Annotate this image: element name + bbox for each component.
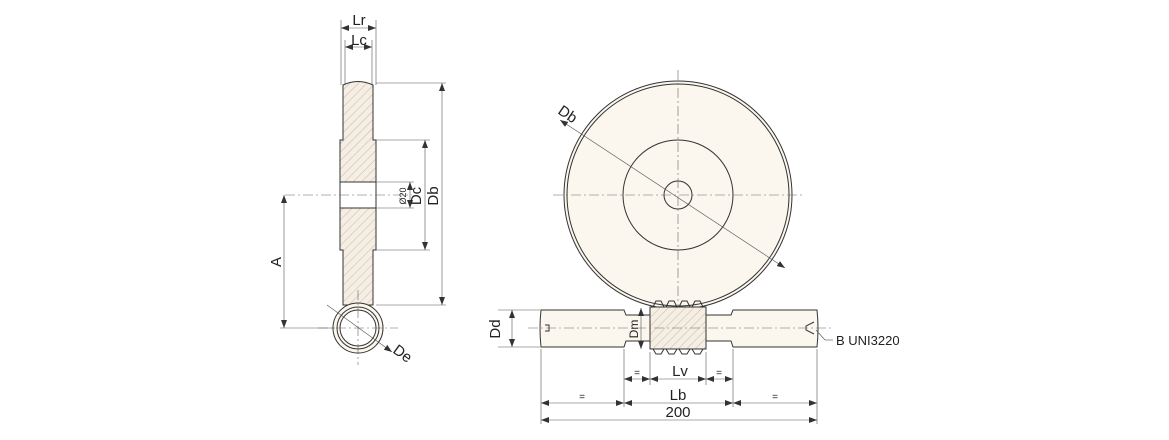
dim-lc: Lc: [351, 32, 367, 49]
dim-eq-4: =: [772, 392, 778, 403]
wheel-front-view: Db: [553, 70, 805, 310]
worm-shaft: B UNI3220 Dd Dm = Lv = = Lb = 200: [487, 300, 900, 424]
dim-dd: Dd: [487, 319, 504, 338]
dim-d20: Ø20: [398, 187, 408, 204]
dim-a: A: [268, 257, 285, 267]
dim-eq-2: =: [716, 368, 722, 379]
dim-eq-3: =: [579, 392, 585, 403]
dim-lr: Lr: [352, 12, 365, 29]
dim-total: 200: [665, 404, 690, 421]
dim-lv: Lv: [672, 363, 688, 380]
dim-dc: Dc: [408, 186, 425, 205]
wheel-side-section: Lr Lc Ø20 Dc Db A De: [268, 12, 446, 367]
dim-db-front: Db: [555, 102, 580, 127]
dim-de: De: [390, 341, 416, 366]
dim-dm: Dm: [627, 320, 641, 339]
dim-lb: Lb: [670, 387, 687, 404]
dim-db-side: Db: [425, 186, 442, 205]
center-hole-label: B UNI3220: [836, 333, 900, 348]
dim-eq-1: =: [634, 368, 640, 379]
